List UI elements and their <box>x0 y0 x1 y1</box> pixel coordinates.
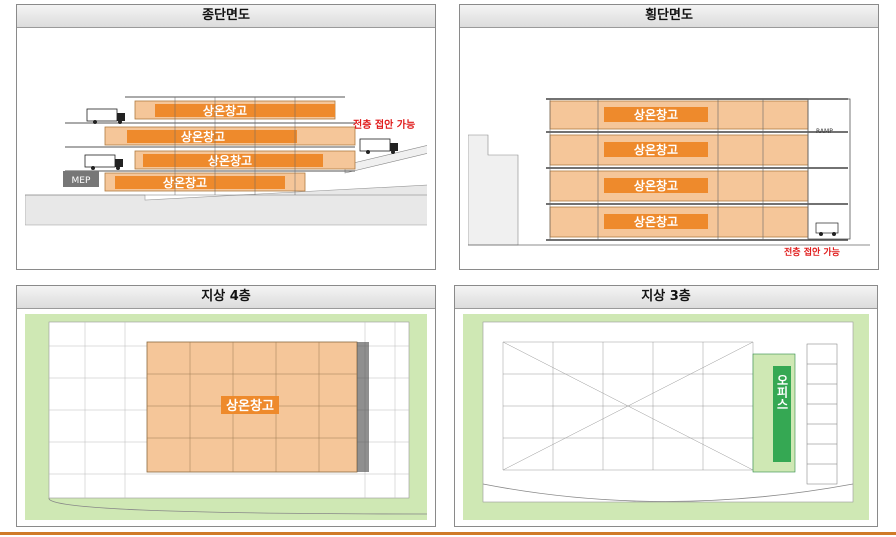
bottom-accent-line <box>0 532 896 535</box>
floor3-plan-panel: 지상 3층 오피스 <box>454 285 878 527</box>
floor4-plan-drawing: 상온창고 <box>25 314 427 520</box>
office-zone <box>773 366 791 462</box>
warehouse-zone-label: 상온창고 <box>226 398 274 414</box>
truck-icon <box>359 138 398 154</box>
warehouse-label-bg-4f <box>155 104 335 117</box>
floor4-plan-title: 지상 4층 <box>17 286 435 309</box>
longitudinal-section-panel: 종단면도 상온창고 상온창고 상온창고 상온창고 <box>16 4 436 270</box>
warehouse-label-bg-1f <box>115 176 285 189</box>
floor3-plan-svg: 오피스 <box>463 314 869 520</box>
access-note: 전층 접안 가능 <box>353 118 415 131</box>
truck-icon <box>815 222 839 236</box>
warehouse-label-2f: 상온창고 <box>208 153 252 168</box>
warehouse-label-2f: 상온창고 <box>634 178 678 193</box>
cross-section-svg: RAMP 상온창고 상온창고 상온창고 상온창고 전층 접안 가능 <box>468 98 870 258</box>
warehouse-label-bg-2f <box>143 154 323 167</box>
floor3-plan-drawing: 오피스 <box>463 314 869 520</box>
office-label: 오피스 <box>775 374 789 410</box>
warehouse-label-bg-3f <box>127 130 297 143</box>
warehouse-label-4f: 상온창고 <box>203 103 247 118</box>
floor4-plan-svg: 상온창고 <box>25 314 427 520</box>
warehouse-label-4f: 상온창고 <box>634 107 678 122</box>
cross-section-panel: 횡단면도 RAMP 상온창고 상온창고 상온 <box>459 4 879 270</box>
longitudinal-section-title: 종단면도 <box>17 5 435 28</box>
longitudinal-section-svg: 상온창고 상온창고 상온창고 상온창고 MEP 전층 접안 가능 <box>25 96 427 226</box>
warehouse-label-1f: 상온창고 <box>634 214 678 229</box>
truck-icon <box>84 154 123 170</box>
cross-section-title: 횡단면도 <box>460 5 878 28</box>
access-note: 전층 접안 가능 <box>784 246 840 258</box>
mep-label: MEP <box>72 176 91 186</box>
cross-section-drawing: RAMP 상온창고 상온창고 상온창고 상온창고 전층 접안 가능 <box>468 35 870 263</box>
floor4-plan-panel: 지상 4층 상온창고 <box>16 285 436 527</box>
floor3-plan-title: 지상 3층 <box>455 286 877 309</box>
warehouse-label-3f: 상온창고 <box>634 142 678 157</box>
truck-icon <box>86 108 125 124</box>
longitudinal-section-drawing: 상온창고 상온창고 상온창고 상온창고 MEP 전층 접안 가능 <box>25 35 427 263</box>
ramp-label: RAMP <box>816 128 833 135</box>
warehouse-label-1f: 상온창고 <box>163 175 207 190</box>
warehouse-label-3f: 상온창고 <box>181 129 225 144</box>
mep-box <box>63 171 99 187</box>
